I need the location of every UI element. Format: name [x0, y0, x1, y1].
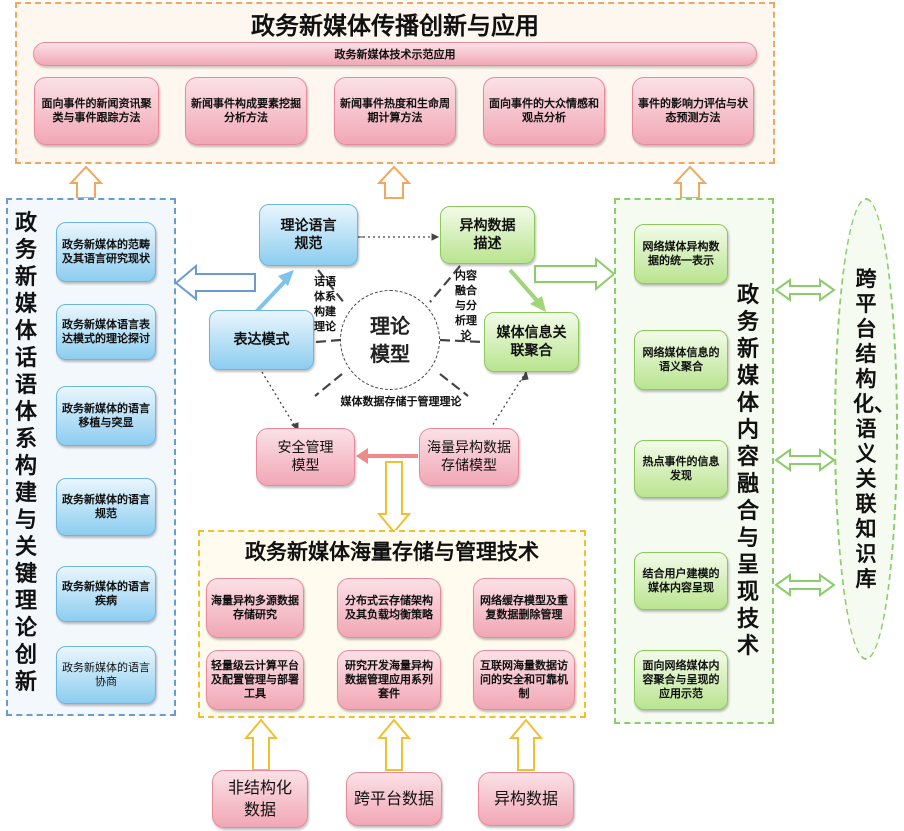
right-item-1: 网络媒体异构数据的统一表示 [634, 224, 728, 284]
right-item-5: 面向网络媒体内容聚合与呈现的应用示范 [634, 650, 728, 710]
up-arrow-source-3 [508, 718, 544, 771]
core-label: 理论模型 [370, 314, 410, 366]
right-item-3: 热点事件的信息发现 [634, 440, 728, 498]
top-bar-label: 政务新媒体技术示范应用 [334, 48, 456, 61]
node-media-aggregation: 媒体信息关联聚合 [484, 312, 579, 372]
knowledge-base-ellipse: 跨平台结构化、语义关联知识库 [834, 198, 898, 660]
double-arrow-2 [774, 448, 836, 472]
left-item-2: 政务新媒体语言表达模式的理论探讨 [56, 304, 156, 360]
left-item-5: 政务新媒体的语言疾病 [56, 566, 156, 622]
left-frame [6, 198, 176, 716]
down-arrow-to-bottom [376, 461, 412, 534]
right-arrow-to-right-frame [534, 256, 616, 292]
bottom-item-1: 海量异构多源数据存储研究 [206, 578, 304, 638]
core-circle: 理论模型 [340, 290, 440, 390]
double-arrow-1 [774, 278, 836, 302]
bottom-title: 政务新媒体海量存储与管理技术 [245, 540, 539, 564]
left-item-1: 政务新媒体的范畴及其语言研究现状 [56, 222, 156, 282]
knowledge-base-title: 跨平台结构化、语义关联知识库 [853, 266, 895, 591]
label-fusion-theory: 内容融合与分析理论 [455, 269, 477, 342]
source-cross-platform-data: 跨平台数据 [346, 772, 442, 826]
up-arrow-center [376, 165, 412, 199]
node-expression-mode: 表达模式 [209, 310, 314, 370]
source-heterogeneous-data: 异构数据 [478, 772, 574, 826]
right-item-2: 网络媒体信息的语义聚合 [634, 330, 728, 390]
up-arrow-source-1 [243, 718, 279, 771]
source-unstructured-data: 非结构化数据 [212, 770, 308, 828]
left-title: 政务新媒体话语体系构建与关键理论创新 [14, 211, 37, 695]
double-arrow-3 [774, 573, 836, 597]
right-title: 政务新媒体内容融合与呈现技术 [736, 283, 759, 659]
node-storage-model: 海量异构数据存储模型 [419, 428, 519, 486]
node-security-model: 安全管理模型 [256, 428, 355, 486]
left-item-3: 政务新媒体的语言移植与突显 [56, 386, 156, 446]
arrow-storage-to-security [356, 448, 418, 464]
top-item-3: 新闻事件热度和生命周期计算方法 [334, 77, 456, 145]
left-item-4: 政务新媒体的语言规范 [56, 478, 156, 536]
node-theory-language: 理论语言规范 [259, 204, 358, 266]
bottom-item-6: 互联网海量数据访问的安全和可靠机制 [473, 650, 575, 710]
top-item-4: 面向事件的大众情感和观点分析 [483, 77, 605, 145]
up-arrow-source-2 [376, 718, 412, 771]
label-discourse-theory: 话语体系构建理论 [314, 275, 336, 333]
bottom-item-2: 分布式云存储架构及其负载均衡策略 [337, 578, 441, 638]
top-title: 政务新媒体传播创新与应用 [251, 12, 539, 40]
top-item-1: 面向事件的新闻资讯聚类与事件跟踪方法 [34, 77, 159, 145]
node-heterogeneous-data: 异构数据描述 [440, 206, 535, 264]
label-storage-mgmt-theory: 媒体数据存储于管理理论 [340, 395, 462, 408]
up-arrow-left [68, 165, 104, 199]
arrow-expression-to-theory [254, 270, 294, 314]
top-item-5: 事件的影响力评估与状态预测方法 [632, 77, 754, 145]
left-item-6: 政务新媒体的语言协商 [56, 646, 156, 704]
right-item-4: 结合用户建模的媒体内容呈现 [634, 552, 728, 610]
up-arrow-right [672, 165, 708, 199]
bottom-item-3: 网络缓存模型及重复数据删除管理 [473, 578, 575, 638]
left-arrow-to-left-frame [174, 263, 256, 302]
arrow-hetero-to-agg [508, 268, 546, 312]
bottom-item-5: 研究开发海量异构数据管理应用系列套件 [337, 650, 441, 710]
top-item-2: 新闻事件构成要素挖掘分析方法 [185, 77, 307, 145]
center-connectors [261, 233, 529, 432]
top-bar: 政务新媒体技术示范应用 [33, 42, 757, 66]
bottom-item-4: 轻量级云计算平台及配置管理与部署工具 [206, 650, 304, 710]
